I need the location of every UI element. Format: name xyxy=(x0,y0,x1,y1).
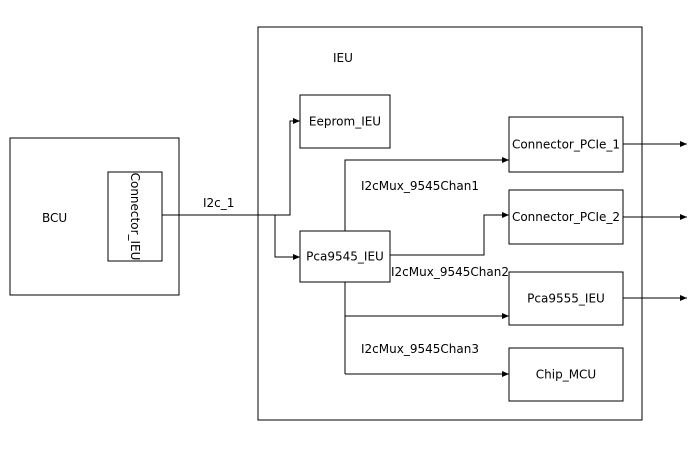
connector-pcie-2-block xyxy=(508,189,624,245)
connector-pcie-1-block xyxy=(508,116,624,173)
eeprom-ieu-block xyxy=(299,94,391,149)
bcu-label: BCU xyxy=(42,211,67,225)
chan1-link-arrow xyxy=(344,157,509,231)
pca9555-ieu-label: Pca9555_IEU xyxy=(527,292,605,306)
chan1-label: I2cMux_9545Chan1 xyxy=(361,179,479,193)
pca9545-ieu-label: Pca9545_IEU xyxy=(306,250,384,264)
i2c-1-label: I2c_1 xyxy=(203,196,234,210)
chan3-label: I2cMux_9545Chan3 xyxy=(361,342,479,356)
chan2-label: I2cMux_9545Chan2 xyxy=(391,265,509,279)
chan2-link-arrow xyxy=(390,212,509,256)
connector-ieu-label: Connector_IEU xyxy=(128,173,142,261)
connector-pcie-2-label: Connector_PCIe_2 xyxy=(512,210,620,224)
connector-ieu-block xyxy=(107,171,163,262)
chip-mcu-label: Chip_MCU xyxy=(536,368,596,382)
ieu-label: IEU xyxy=(333,51,353,65)
eeprom-link-arrow xyxy=(275,118,300,216)
connector-pcie-1-label: Connector_PCIe_1 xyxy=(512,138,620,152)
pca9555-ieu-block xyxy=(508,271,624,326)
eeprom-ieu-label: Eeprom_IEU xyxy=(309,115,381,129)
pca9545-link-arrow xyxy=(274,215,300,260)
